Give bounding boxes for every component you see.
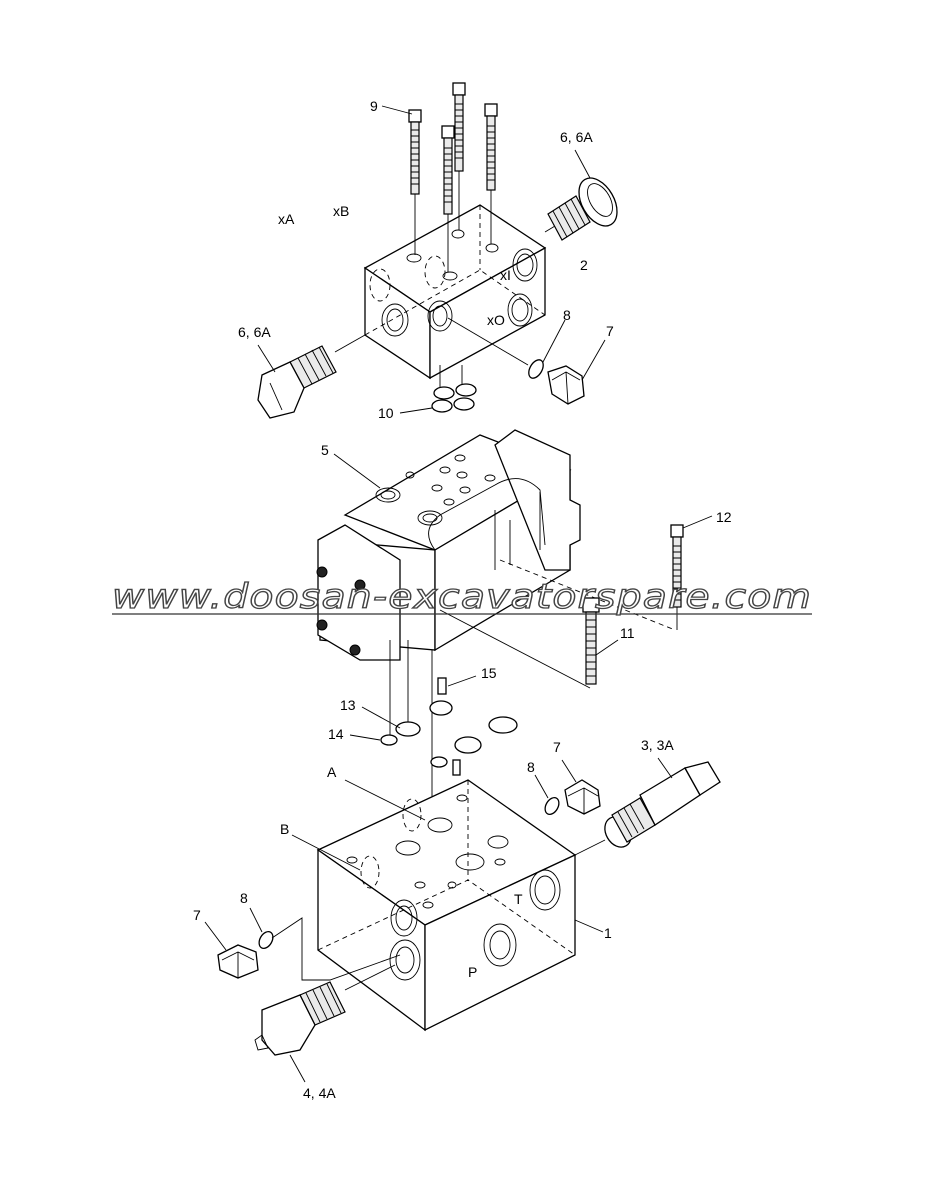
callout-6-6a-top: 6, 6A [560,129,593,145]
callout-t: T [514,891,523,907]
oring-part-8-low [249,907,401,981]
callout-14: 14 [328,726,344,742]
oring-part-8-top [447,317,566,379]
callout-8-top: 8 [563,307,571,323]
callout-2: 2 [580,257,588,273]
callout-8-low: 8 [240,890,248,906]
plug-part-7-low [204,921,259,979]
bolts-part-9 [381,82,498,272]
solenoid-valve-part-5 [316,429,676,661]
callout-a: A [327,764,337,780]
cartridge-part-4 [254,964,396,1083]
callout-7-low: 7 [193,907,201,923]
callout-1: 1 [604,925,612,941]
callout-b: B [280,821,289,837]
callout-12: 12 [716,509,732,525]
callout-xo: xO [487,312,505,328]
cartridge-part-3 [574,757,721,856]
watermark-text: www.doosan-excavatorspare.com [112,577,812,617]
callout-xa: xA [278,211,295,227]
callout-15: 15 [481,665,497,681]
orings-part-13-14 [349,640,518,880]
callout-10: 10 [378,405,394,421]
oring-part-8-mid [534,774,560,816]
callout-xb: xB [333,203,349,219]
callout-11: 11 [620,625,635,641]
cartridge-part-6-top [544,149,618,241]
top-valve-block-part-2 [363,204,547,380]
orings-part-10 [399,365,477,414]
callout-4-4a: 4, 4A [303,1085,336,1101]
cartridge-part-6-left [257,334,366,419]
plug-part-7-top [547,339,606,405]
callout-8-mid: 8 [527,759,535,775]
bottom-valve-block-part-1 [291,779,604,1032]
callout-7-mid: 7 [553,739,561,755]
watermark: www.doosan-excavatorspare.com [111,576,812,618]
callout-5: 5 [321,442,329,458]
pin-part-15 [437,675,477,695]
callout-13: 13 [340,697,356,713]
plug-part-7-mid [561,759,601,815]
callout-p: P [468,964,477,980]
callout-9: 9 [370,98,378,114]
callout-xi: xI [500,267,511,283]
callout-3-3a: 3, 3A [641,737,674,753]
callout-7-top: 7 [606,323,614,339]
callout-6-6a-left: 6, 6A [238,324,271,340]
bolt-part-12 [670,515,713,630]
bolt-part-11 [439,597,619,689]
labels: 9 6, 6A xA xB xI xO 2 6, 6A 8 7 10 5 12 … [193,98,732,1101]
